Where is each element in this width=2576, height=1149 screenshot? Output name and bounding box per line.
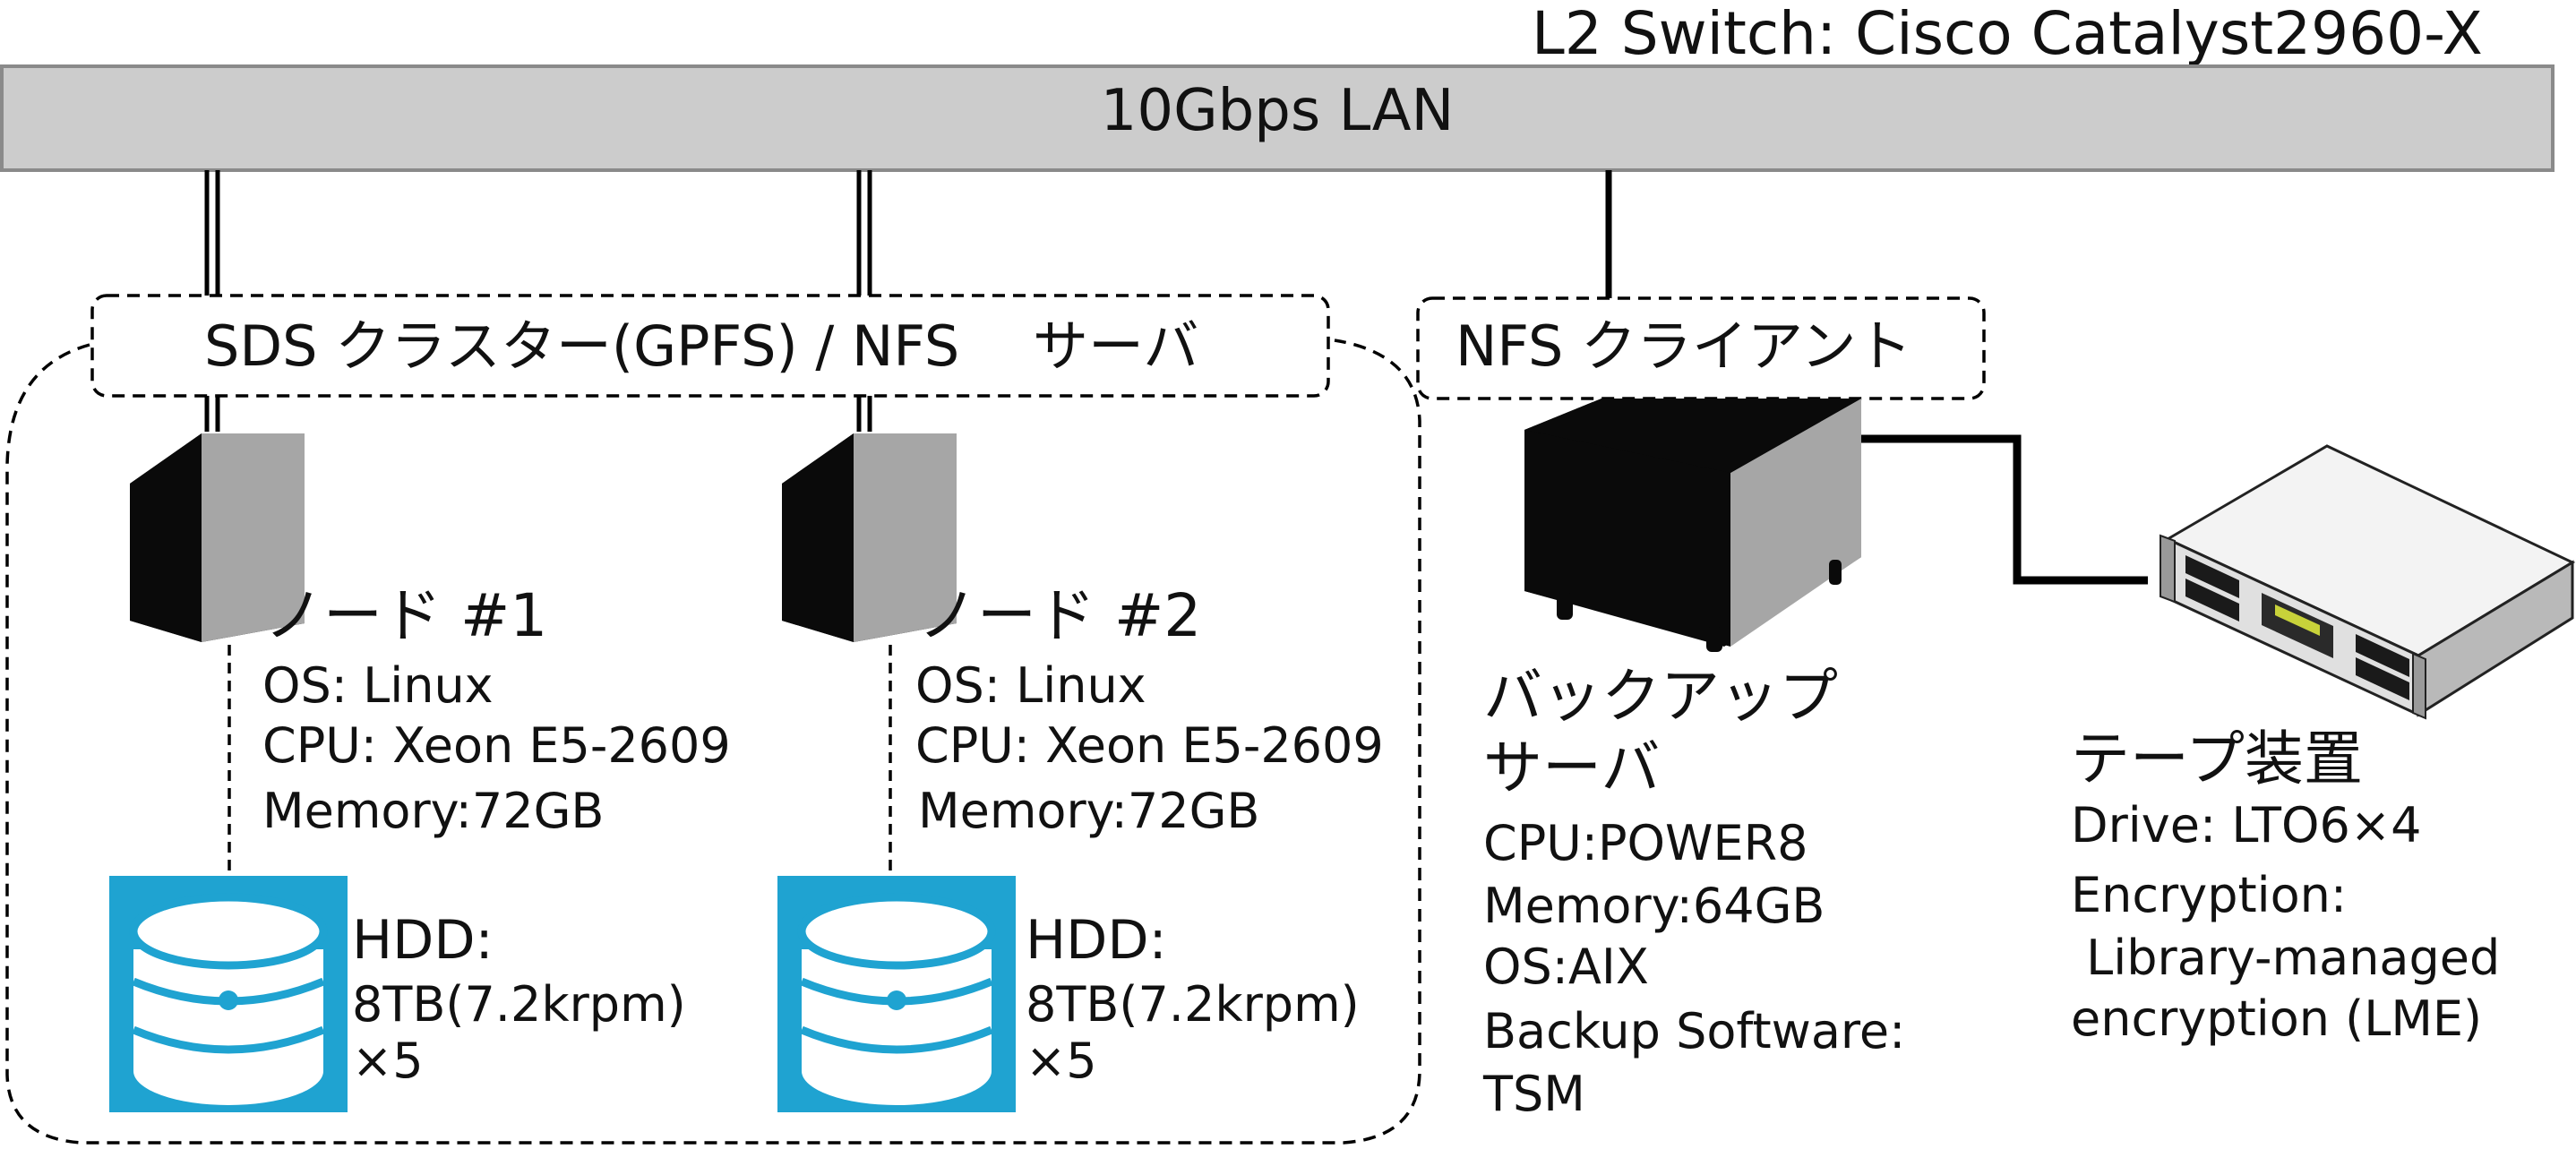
tape-library-icon — [2160, 444, 2576, 720]
node-2-hdd-capacity: 8TB(7.2krpm) — [1026, 976, 1360, 1033]
cluster-label: SDS クラスター(GPFS) / NFS サーバ — [204, 313, 1198, 379]
node-1-hdd-title: HDD: — [352, 909, 494, 972]
tape-drive: Drive: LTO6×4 — [2071, 797, 2421, 853]
backup-server-os: OS:AIX — [1483, 939, 1649, 995]
lan-bar — [0, 64, 2555, 172]
node-2-hdd-title: HDD: — [1026, 909, 1167, 972]
node-1-os: OS: Linux — [262, 657, 494, 714]
node-2-os: OS: Linux — [915, 657, 1146, 714]
switch-title: L2 Switch: Cisco Catalyst2960-X — [1532, 0, 2483, 68]
node-2-cpu: CPU: Xeon E5-2609 — [915, 717, 1384, 774]
backup-server-cpu: CPU:POWER8 — [1483, 815, 1807, 871]
backup-server-name-line2: サーバ — [1483, 733, 1660, 802]
node-2-name: ノード #2 — [918, 581, 1201, 650]
backup-server-name-line1: バックアップ — [1483, 662, 1838, 731]
tape-encryption-line2: encryption (LME) — [2071, 990, 2482, 1047]
backup-server-icon — [1524, 399, 1861, 652]
client-label: NFS クライアント — [1455, 313, 1912, 379]
node-1-hdd-count: ×5 — [352, 1033, 424, 1089]
tape-encryption-label: Encryption: — [2071, 867, 2347, 923]
node-1-cpu: CPU: Xeon E5-2609 — [262, 717, 731, 774]
node-2-hdd-count: ×5 — [1026, 1033, 1097, 1089]
node-1-server-icon — [130, 433, 305, 642]
node-1-hdd-icon — [109, 876, 348, 1112]
lan-label: 10Gbps LAN — [1101, 78, 1455, 144]
node-1-memory: Memory:72GB — [262, 783, 604, 839]
backup-software-value: TSM — [1482, 1066, 1585, 1122]
tape-link — [1861, 434, 2148, 585]
node-1-name: ノード #1 — [264, 581, 547, 650]
backup-software-label: Backup Software: — [1483, 1003, 1905, 1059]
backup-server-memory: Memory:64GB — [1483, 878, 1825, 934]
cluster-boundary — [5, 339, 1421, 1145]
client-label-box — [1416, 296, 1986, 400]
node-2-hdd-icon — [777, 876, 1016, 1112]
tape-name: テープ装置 — [2071, 725, 2363, 793]
node-2-server-icon — [782, 433, 957, 642]
cluster-label-box — [90, 294, 1330, 398]
node-1-hdd-capacity: 8TB(7.2krpm) — [352, 976, 686, 1033]
tape-encryption-line1: Library-managed — [2071, 930, 2500, 986]
node-2-memory: Memory:72GB — [918, 783, 1259, 839]
